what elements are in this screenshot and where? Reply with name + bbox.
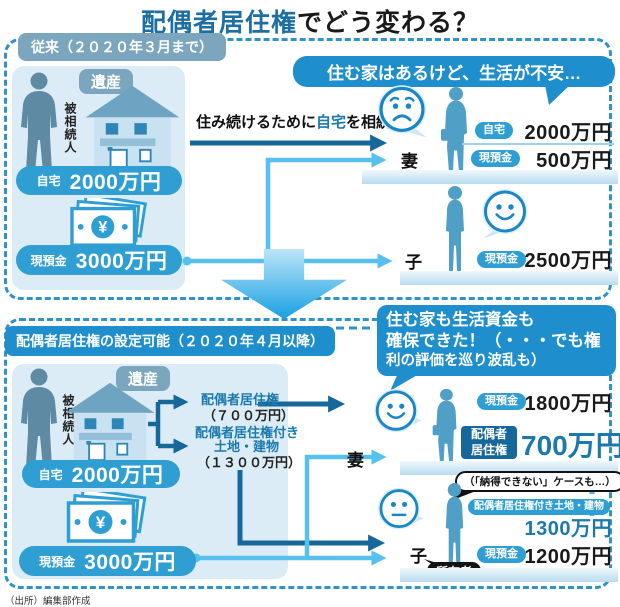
wife-cash-minipill-bottom: 現預金 (477, 393, 526, 411)
child-name-bottom: 子 (410, 547, 427, 566)
estate-split-bracket (148, 402, 161, 446)
residence-right-value: 700万円 (521, 430, 620, 461)
split-right-title: 配偶者居住権 (201, 392, 280, 407)
estate-tag-bottom: 遺産 (116, 366, 171, 391)
child-silhouette-top (446, 185, 464, 272)
cash-value-pill-bottom: 現預金 3000万円 (19, 546, 196, 576)
house-icon-bottom (65, 382, 155, 461)
title-rest: でどう変わる？ (297, 9, 480, 37)
secured-bubble-line1: 住む家も生活資金も (386, 311, 535, 329)
wife-cash-minipill-top: 現預金 (471, 150, 520, 168)
residence-right-tag-line1: 配偶者 (470, 426, 507, 441)
child-cash-minipill-bottom: 現預金 (477, 546, 526, 564)
split-land-title-line1: 配偶者居住権付き (195, 425, 300, 440)
wife-cash-value-bottom: 1800万円 (524, 393, 612, 415)
cash-value-pill-top: 現預金 3000万円 (16, 245, 182, 275)
child-cash-minipill-top: 現預金 (477, 251, 526, 269)
inherit-note-pre: 住み続けるために (196, 114, 317, 131)
home-value-top: 2000万円 (69, 170, 162, 194)
yen-glyph-bottom: ¥ (96, 513, 106, 532)
neutral-face-icon (378, 487, 424, 530)
split-land-value: （１３００万円） (197, 455, 302, 470)
deceased-silhouette-top (21, 72, 57, 172)
child-land-pill: 配偶者居住権付き土地・建物 (468, 499, 610, 515)
residence-right-tag-line2: 居住権 (470, 442, 507, 457)
cash-label-bottom: 現預金 (39, 554, 76, 569)
house-icon-top (85, 85, 180, 168)
estate-tag-top: 遺産 (79, 69, 134, 94)
wife-name-top: 妻 (401, 152, 418, 171)
wife-home-value: 2000万円 (524, 122, 612, 144)
wife-home-minipill: 自宅 (475, 122, 513, 140)
secured-bubble: 住む家も生活資金も 確保できた！（・・・でも権 利の評価を巡り波乱も） (377, 305, 616, 376)
split-right-value: （７００万円） (203, 408, 295, 423)
cash-label-top: 現預金 (30, 253, 67, 268)
deceased-label-bottom: 被相続人 (61, 394, 75, 446)
arrow-cash-to-wife-bottom (304, 449, 387, 558)
source-credit: （出所）編集部作成 (5, 596, 91, 607)
home-value-pill-top: 自宅 2000万円 (16, 166, 182, 195)
sad-face-icon (377, 85, 427, 138)
page-title: 配偶者居住権でどう変わる？ (0, 3, 620, 39)
wife-silhouette-top (441, 86, 467, 173)
wife-name-bottom: 妻 (347, 451, 364, 470)
home-value-pill-bottom: 自宅 2000万円 (22, 460, 180, 488)
home-value-bottom: 2000万円 (71, 464, 164, 487)
top-section-header: 従来（２０２０年３月まで） (18, 33, 226, 61)
bottom-section-box (4, 318, 612, 589)
child-name-top: 子 (405, 253, 422, 272)
money-icon-top: ¥ (70, 198, 147, 247)
dispute-note-pill: （「納得できない」ケースも…） (455, 471, 620, 492)
home-label-top: 自宅 (36, 174, 61, 188)
wife-silhouette-bottom (432, 388, 457, 463)
inherit-note: 住み続けるために自宅を相続 (196, 111, 391, 132)
bottom-section-header: 配偶者居住権の設定可能（２０２０年４月以降） (5, 326, 335, 356)
child-cash-value-top: 2500万円 (524, 250, 612, 272)
ground-bar-wife-top (362, 170, 618, 184)
cash-value-top: 3000万円 (75, 250, 168, 273)
happy-face-icon-top (482, 189, 528, 239)
ground-bar-child-bottom (400, 568, 618, 582)
residence-right-tag: 配偶者 居住権 (461, 426, 517, 459)
deceased-label-top: 被相続人 (63, 102, 77, 154)
secured-bubble-line3: 利の評価を巡り波乱も） (386, 353, 546, 370)
home-label-bottom: 自宅 (38, 467, 63, 482)
wife-rows-divider (462, 143, 614, 145)
split-land-title-line2: 土地・建物 (214, 439, 280, 454)
secured-bubble-line2: 確保できた！（・・・でも権 (386, 332, 601, 351)
yen-glyph: ¥ (98, 219, 108, 237)
bubble-tail-top (545, 85, 570, 105)
arrow-cash-to-wife-top (265, 152, 387, 261)
inherit-note-highlight: 自宅 (316, 114, 347, 131)
arrow-land-to-child-bottom (237, 470, 386, 552)
child-silhouette-bottom (445, 482, 464, 569)
title-highlight: 配偶者居住権 (140, 9, 297, 37)
child-land-value: 1300万円 (524, 518, 612, 540)
happy-face-icon-bottom (374, 388, 422, 433)
child-cash-value-bottom: 1200万円 (524, 546, 612, 568)
cash-value-bottom: 3000万円 (84, 551, 176, 574)
wife-cash-value-top: 500万円 (536, 150, 612, 172)
money-icon-bottom: ¥ (66, 492, 147, 543)
deceased-silhouette-bottom (21, 368, 57, 468)
wife-worry-bubble: 住む家はあるけど、生活が不安… (293, 56, 615, 87)
ground-bar-child-top (400, 271, 618, 285)
